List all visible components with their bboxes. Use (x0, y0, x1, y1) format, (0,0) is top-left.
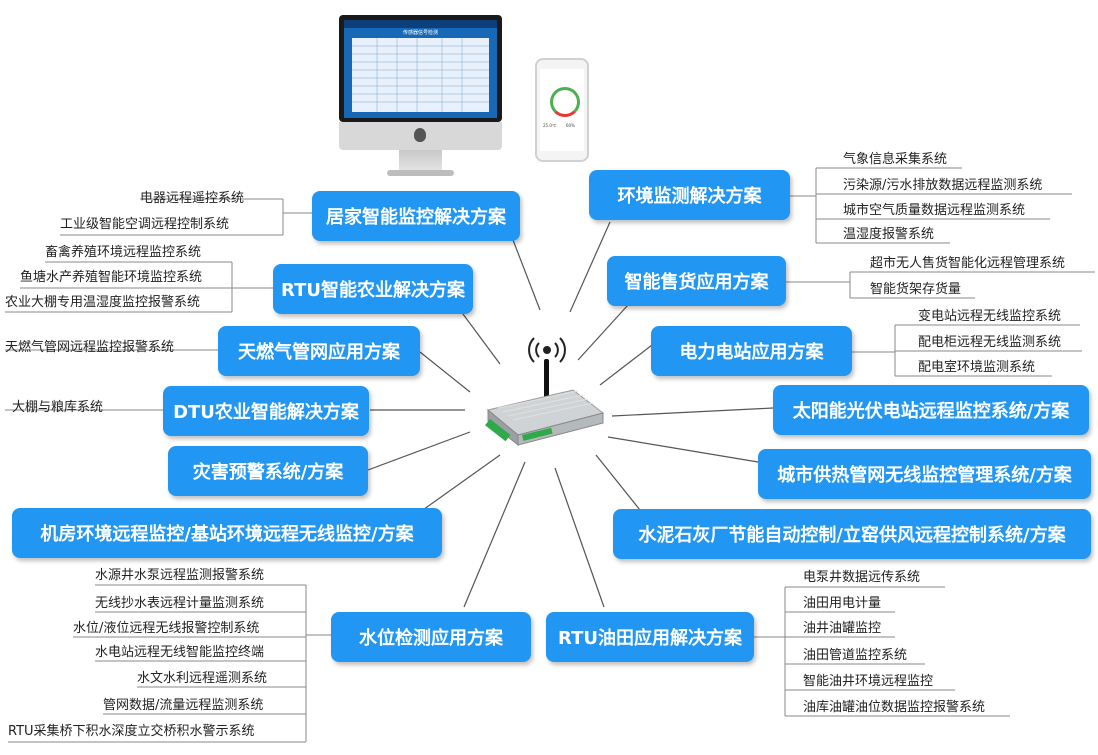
gauge-icon (550, 87, 580, 117)
item-rtu-oil-0[interactable]: 电泵井数据远传系统 (803, 570, 921, 585)
item-env-0[interactable]: 气象信息采集系统 (843, 152, 948, 167)
monitor-topbar (344, 20, 497, 28)
connector-rtu-agri (459, 309, 501, 365)
monitor-data-table (352, 38, 489, 112)
solution-env[interactable]: 环境监测解决方案 (589, 170, 790, 220)
connector-power (599, 344, 653, 386)
connector-home (512, 239, 541, 311)
item-rtu-agri-2[interactable]: 农业大棚专用温湿度监控报警系统 (5, 295, 201, 310)
item-water-level-1[interactable]: 无线抄水表远程计量监测系统 (95, 596, 265, 611)
item-power-0[interactable]: 变电站远程无线监控系统 (918, 309, 1062, 324)
solution-disaster[interactable]: 灾害预警系统/方案 (168, 446, 368, 496)
signal-icon (528, 337, 566, 363)
apple-logo-icon (414, 128, 426, 142)
item-rtu-oil-4[interactable]: 智能油井环境远程监控 (803, 674, 934, 689)
smartphone-image: 25.0℃ 60% (535, 58, 589, 162)
connector-rtu-oil (554, 467, 605, 608)
solution-heating[interactable]: 城市供热管网无线监控管理系统/方案 (758, 449, 1091, 499)
solution-cement[interactable]: 水泥石灰厂节能自动控制/立窑供风远程控制系统/方案 (613, 509, 1091, 559)
connector-heating (607, 436, 759, 463)
item-gas-0[interactable]: 天燃气管网远程监控报警系统 (5, 340, 175, 355)
solution-rtu-agri[interactable]: RTU智能农业解决方案 (273, 264, 473, 314)
item-env-1[interactable]: 污染源/污水排放数据远程监测系统 (843, 178, 1043, 193)
item-water-level-5[interactable]: 管网数据/流量远程监测系统 (103, 698, 264, 713)
solution-dtu-agri[interactable]: DTU农业智能解决方案 (163, 386, 369, 436)
item-vending-0[interactable]: 超市无人售货智能化远程管理系统 (870, 256, 1066, 271)
item-rtu-agri-1[interactable]: 鱼塘水产养殖智能环境监控系统 (20, 270, 203, 285)
monitor-foot (387, 170, 454, 176)
solution-machine-room[interactable]: 机房环境远程监控/基站环境远程无线监控/方案 (12, 508, 442, 558)
connector-vending (577, 304, 629, 361)
item-rtu-oil-1[interactable]: 油田用电计量 (803, 596, 882, 611)
connector-env (569, 221, 611, 313)
item-env-3[interactable]: 温湿度报警系统 (843, 227, 935, 242)
solution-rtu-oil[interactable]: RTU油田应用解决方案 (546, 612, 754, 662)
item-water-level-6[interactable]: RTU采集桥下积水深度立交桥积水警示系统 (8, 724, 255, 739)
item-power-1[interactable]: 配电柜远程无线监测系统 (918, 335, 1062, 350)
connector-water-level (463, 461, 526, 608)
monitor-screen: 传感器信号检测 (344, 20, 497, 118)
item-vending-1[interactable]: 智能货架存货量 (870, 282, 962, 297)
phone-temperature: 25.0℃ (543, 123, 557, 128)
connector-disaster (367, 431, 471, 471)
item-water-level-2[interactable]: 水位/液位远程无线报警控制系统 (73, 621, 260, 636)
item-home-1[interactable]: 工业级智能空调远程控制系统 (60, 217, 230, 232)
item-rtu-agri-0[interactable]: 畜禽养殖环境远程监控系统 (45, 245, 202, 260)
monitor-title: 传感器信号检测 (402, 30, 438, 36)
item-rtu-oil-5[interactable]: 油库油罐油位数据监控报警系统 (803, 700, 986, 715)
item-env-2[interactable]: 城市空气质量数据远程监测系统 (843, 203, 1026, 218)
connector-machine-room (419, 454, 501, 513)
item-dtu-agri-0[interactable]: 大棚与粮库系统 (12, 400, 104, 415)
connector-gas (419, 351, 471, 393)
solution-home[interactable]: 居家智能监控解决方案 (312, 191, 520, 241)
rtu-device-image (485, 337, 605, 447)
desktop-monitor-image: 传感器信号检测 (339, 15, 502, 177)
solution-gas[interactable]: 天燃气管网应用方案 (218, 326, 420, 376)
solution-vending[interactable]: 智能售货应用方案 (607, 256, 786, 306)
connector-cement (595, 454, 641, 511)
item-rtu-oil-2[interactable]: 油井油罐监控 (803, 621, 882, 636)
solution-water-level[interactable]: 水位检测应用方案 (331, 612, 531, 662)
item-water-level-0[interactable]: 水源井水泵远程监测报警系统 (95, 568, 265, 583)
phone-humidity: 60% (566, 123, 575, 128)
phone-screen: 25.0℃ 60% (540, 69, 584, 151)
item-home-0[interactable]: 电器远程遥控系统 (140, 191, 245, 206)
item-water-level-4[interactable]: 水文水利远程遥测系统 (137, 671, 268, 686)
monitor-frame: 传感器信号检测 (339, 15, 502, 122)
item-water-level-3[interactable]: 水电站远程无线智能监控终端 (95, 645, 265, 660)
item-power-2[interactable]: 配电室环境监测系统 (918, 360, 1036, 375)
monitor-stand (399, 150, 442, 172)
solution-power[interactable]: 电力电站应用方案 (651, 326, 852, 376)
connector-solar (611, 407, 774, 417)
solution-solar[interactable]: 太阳能光伏电站远程监控系统/方案 (773, 385, 1089, 435)
item-rtu-oil-3[interactable]: 油田管道监控系统 (803, 648, 908, 663)
